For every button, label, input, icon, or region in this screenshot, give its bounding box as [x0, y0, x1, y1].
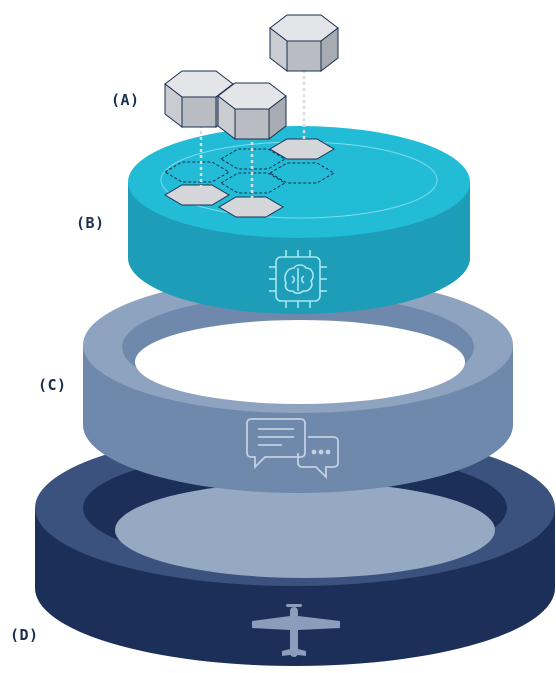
- layer-c-ring: [83, 277, 513, 493]
- brain-chip-icon: [269, 250, 327, 308]
- hex-grid: [164, 138, 335, 218]
- connector-lines: [199, 70, 306, 203]
- layer-c-label: (C): [38, 376, 67, 394]
- chat-bubbles-icon: [246, 418, 339, 480]
- airplane-icon: [252, 604, 340, 657]
- hexagonal-prism-icon: [164, 14, 339, 141]
- layer-d-label: (D): [10, 626, 39, 644]
- layer-b-label: (B): [76, 214, 105, 232]
- layer-b-disc: [128, 126, 470, 314]
- layer-a-label: (A): [111, 91, 140, 109]
